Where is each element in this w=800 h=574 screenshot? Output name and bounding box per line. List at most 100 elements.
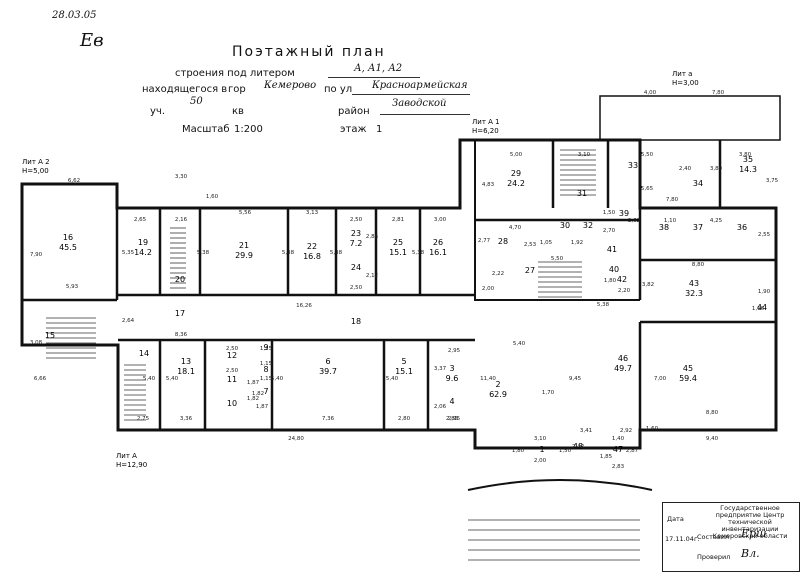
- line1-value: А, А1, А2: [354, 63, 403, 74]
- dimension-label: 2,77: [478, 238, 491, 244]
- page-title: Поэтажный план: [232, 44, 386, 60]
- dimension-label: 8,80: [692, 262, 705, 268]
- liter-name: Лит А 1: [472, 118, 500, 126]
- room-area: 15.1: [389, 248, 407, 257]
- room-number: 4: [449, 397, 454, 406]
- dimension-label: 24,80: [288, 436, 304, 442]
- dimension-label: 5,40: [386, 376, 399, 382]
- dimension-label: 5,38: [412, 250, 425, 256]
- dimension-label: 5,38: [282, 250, 295, 256]
- dimension-label: 2,64: [122, 318, 135, 324]
- room-number: 19: [138, 238, 148, 247]
- dimension-label: 5,93: [66, 284, 79, 290]
- dimension-label: 2,22: [492, 271, 504, 277]
- line3-flat-label: кв: [232, 106, 244, 117]
- dimension-label: 3,41: [580, 428, 592, 434]
- room-number: 7: [263, 387, 268, 396]
- dimension-label: 2,62: [628, 218, 640, 224]
- stairs: [46, 149, 596, 421]
- corner-note: 28.03.05: [52, 10, 97, 21]
- room-number: 18: [351, 317, 361, 326]
- liter-name: Лит А 2: [22, 158, 50, 166]
- line2-street-label: по ул: [324, 84, 353, 95]
- room-area: 16.1: [429, 248, 447, 257]
- dimension-label: 11,40: [480, 376, 496, 382]
- scale-value: 1:200: [234, 124, 263, 135]
- dimension-label: 5,50: [641, 152, 654, 158]
- room-number: 30: [560, 221, 570, 230]
- dimension-label: 2,65: [134, 217, 147, 223]
- room-area: 15.1: [395, 367, 413, 376]
- line2-underline: [352, 94, 470, 95]
- room-number: 1: [539, 445, 544, 454]
- room-number: 21: [239, 241, 249, 250]
- dimension-label: 1,70: [542, 390, 555, 396]
- dimension-label: 3,10: [534, 436, 547, 442]
- room-number: 34: [693, 179, 703, 188]
- dimension-label: 2,80: [398, 416, 411, 422]
- dimension-label: 5,38: [597, 302, 610, 308]
- dimension-label: 5,00: [510, 152, 523, 158]
- floor-value: 1: [376, 124, 383, 135]
- dimension-label: 2,70: [603, 228, 616, 234]
- room-number: 22: [307, 242, 317, 251]
- liter-name: Лит А: [116, 452, 137, 460]
- stamp-date-label: Дата: [667, 515, 684, 523]
- dimension-label: 1,50: [603, 210, 616, 216]
- dimension-label: 4,70: [509, 225, 522, 231]
- dimension-label: 1,10: [664, 218, 677, 224]
- dimension-label: 1,05: [540, 240, 553, 246]
- dimension-label: 3,80: [710, 166, 723, 172]
- room-number: 12: [227, 351, 237, 360]
- room-number: 28: [498, 237, 508, 246]
- dimension-label: 9,40: [706, 436, 719, 442]
- dimension-label: 7,00: [654, 376, 667, 382]
- room-area: 59.4: [679, 374, 697, 383]
- room-area: 16.8: [303, 252, 321, 261]
- dimension-label: 7,36: [322, 416, 335, 422]
- dimension-label: 2,83: [612, 464, 625, 470]
- dimension-label: 2,81: [392, 217, 404, 223]
- stamp-date: 17.11.04г.: [665, 535, 700, 543]
- room-area: 18.1: [177, 367, 195, 376]
- floor-label: этаж: [340, 124, 367, 135]
- dimension-label: 5,50: [551, 256, 564, 262]
- dimension-label: 2,55: [758, 232, 771, 238]
- room-area: 24.2: [507, 179, 525, 188]
- dimension-label: 1,82: [252, 391, 264, 397]
- dimension-label: 1,15: [260, 376, 273, 382]
- room-number: 40: [609, 265, 619, 274]
- room-area: 32.3: [685, 289, 703, 298]
- dimension-label: 2,95: [448, 416, 461, 422]
- room-area: 14.3: [739, 165, 757, 174]
- dimension-label: 2,87: [626, 448, 639, 454]
- dimension-label: 1,40: [612, 436, 625, 442]
- room-area: 39.7: [319, 367, 337, 376]
- room-number: 14: [139, 349, 149, 358]
- dimension-label: 3,13: [306, 210, 319, 216]
- room-area: 9.6: [446, 374, 459, 383]
- dimension-label: 1,15: [260, 346, 273, 352]
- room-number: 39: [619, 209, 629, 218]
- dimension-label: 7,80: [712, 90, 725, 96]
- dimension-label: 4,00: [644, 90, 657, 96]
- line3-house: 50: [190, 96, 203, 107]
- room-number: 43: [689, 279, 699, 288]
- line3-district: Заводской: [392, 98, 447, 109]
- liter-height: Н=5,00: [22, 167, 49, 175]
- room-number: 31: [577, 189, 587, 198]
- walls: [20, 95, 781, 450]
- room-number: 5: [401, 357, 406, 366]
- line3-house-label: уч.: [150, 106, 166, 117]
- entrance-arc: [467, 479, 653, 491]
- dimension-label: 1,16: [752, 306, 765, 312]
- stamp-made-label: Составил: [697, 533, 730, 541]
- dimension-label: 2,92: [620, 428, 632, 434]
- liter-height: Н=6,20: [472, 127, 499, 135]
- dimension-label: 2,00: [534, 458, 547, 464]
- dimension-label: 2,12: [366, 273, 378, 279]
- dimension-label: 3,75: [766, 178, 779, 184]
